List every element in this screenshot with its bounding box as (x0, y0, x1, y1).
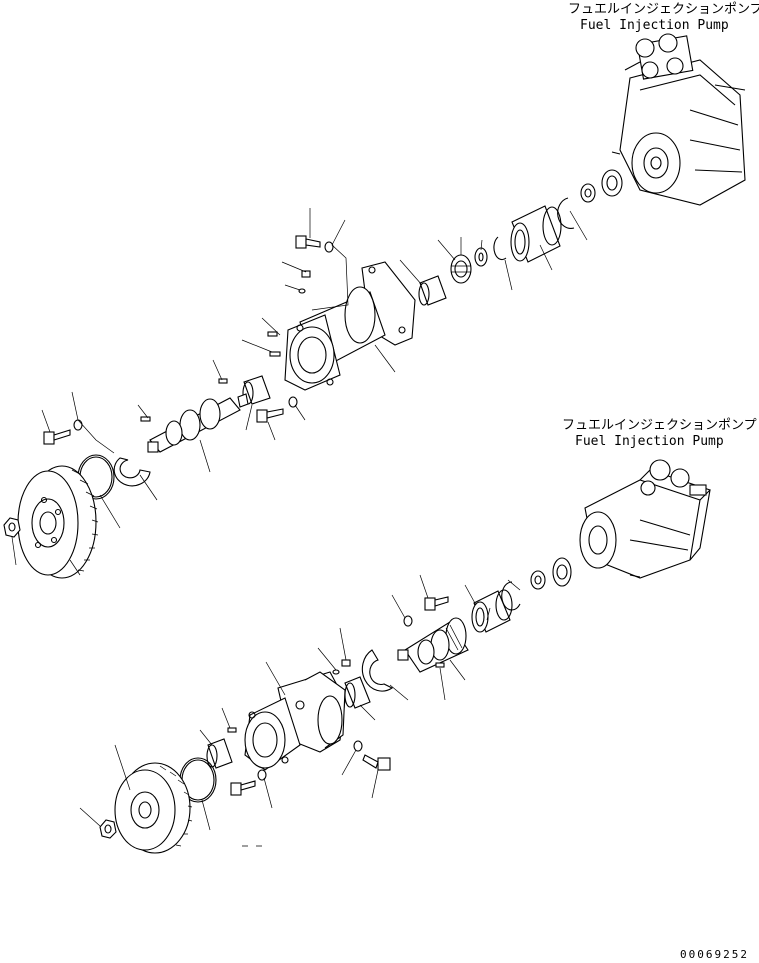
lower-bolt-right (362, 754, 391, 771)
lower-pin (227, 727, 237, 733)
lower-nut-front (99, 819, 117, 839)
upper-drive-gear (17, 465, 99, 579)
upper-nut-front (3, 517, 21, 538)
upper-plug (301, 270, 311, 278)
lower-needle-bearing (471, 589, 513, 633)
upper-oring-small (298, 288, 306, 294)
upper-bolt-mid (256, 408, 284, 423)
lower-plug (332, 659, 351, 675)
upper-pump-label-en: Fuel Injection Pump (580, 18, 729, 33)
lower-pump-label-jp: フュエルインジェクションポンプ (562, 418, 757, 433)
lower-drive-shaft (397, 617, 469, 673)
upper-washer-mid (288, 396, 298, 408)
upper-drive-shaft (140, 393, 249, 453)
upper-nut (580, 183, 596, 203)
upper-washer-left (73, 419, 83, 431)
upper-retainer-plate (113, 457, 151, 487)
lower-bolt-top (424, 596, 449, 611)
lower-bolt-left (230, 780, 256, 796)
upper-bushing (418, 275, 447, 306)
upper-key (218, 378, 228, 384)
lower-washer-top (403, 615, 413, 627)
upper-leader-lines (11, 208, 588, 576)
lower-pump-label-en: Fuel Injection Pump (575, 434, 724, 449)
lower-bushing (344, 676, 371, 709)
lower-washer-left (257, 769, 267, 781)
upper-gear-bearing (450, 254, 472, 284)
upper-bolt-top (295, 235, 321, 249)
lower-washer-right (353, 740, 363, 752)
drawing-reference-number: 00069252 (680, 948, 749, 961)
lower-retainer-plate (361, 649, 394, 692)
upper-gear-small (601, 169, 623, 197)
lower-fuel-injection-pump (579, 459, 712, 579)
upper-housing (284, 261, 416, 391)
lower-nut (530, 570, 546, 590)
upper-washer (474, 247, 488, 267)
lower-housing (244, 671, 346, 771)
upper-pin (267, 331, 281, 357)
lower-gear-small (552, 557, 572, 587)
upper-fuel-injection-pump (611, 33, 746, 206)
upper-needle-bearing (510, 205, 562, 263)
upper-snap-ring-right (557, 197, 575, 229)
upper-bolt-left (43, 429, 71, 445)
upper-washer-top (324, 241, 334, 253)
lower-leader-lines (79, 574, 521, 847)
upper-pump-label-jp: フュエルインジェクションポンプ (568, 2, 759, 17)
upper-snap-ring-mid (493, 236, 507, 261)
lower-drive-gear (114, 762, 193, 854)
